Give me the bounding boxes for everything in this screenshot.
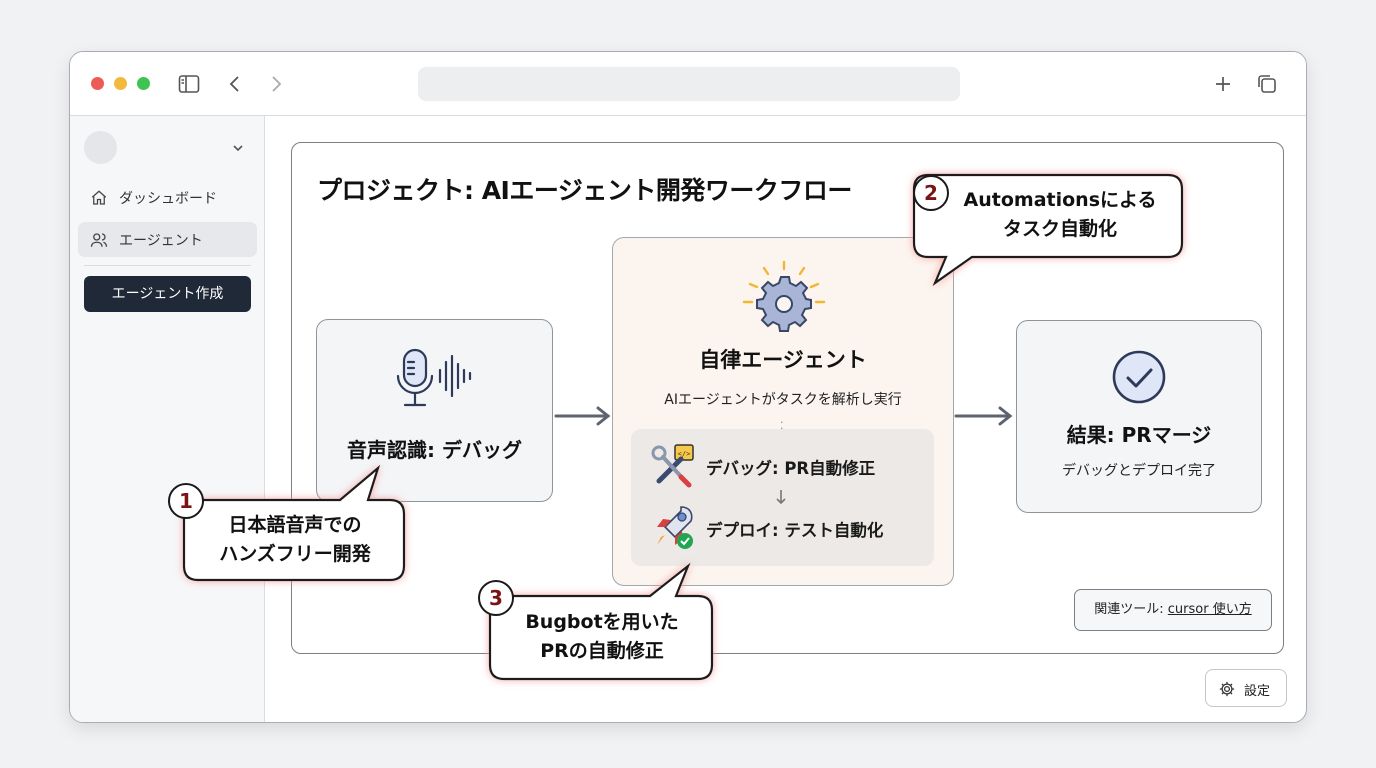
callout-3-line2: PRの自動修正 — [540, 640, 664, 662]
callout-2-line1: Automationsによる — [963, 189, 1157, 211]
callout-2-number: 2 — [924, 181, 938, 205]
minimize-window-button[interactable] — [114, 77, 127, 90]
back-icon[interactable] — [223, 72, 247, 96]
agent-box-title: 自律エージェント — [699, 348, 867, 372]
callout-2-bubble — [912, 173, 1184, 287]
arrow-right-icon — [954, 406, 1013, 426]
callout-2-text: Automationsによる タスク自動化 — [940, 186, 1180, 244]
check-circle-icon — [1112, 350, 1166, 404]
page-title: プロジェクト: AIエージェント開発ワークフロー — [317, 176, 852, 205]
callout-3-text: Bugbotを用いた PRの自動修正 — [496, 608, 708, 666]
callout-1-text: 日本語音声での ハンズフリー開発 — [188, 511, 402, 569]
related-tool-tag: 関連ツール: cursor 使い方 — [1074, 589, 1272, 631]
callout-3-number: 3 — [489, 586, 503, 610]
sidebar-item-label: エージェント — [119, 233, 203, 249]
sidebar-item-label: ダッシュボード — [119, 191, 217, 207]
new-tab-icon[interactable] — [1211, 72, 1235, 96]
autonomous-agent-box: 自律エージェント AIエージェントがタスクを解析し実行 ··· </> デバッグ… — [612, 237, 954, 586]
result-box-subtitle: デバッグとデプロイ完了 — [1062, 463, 1216, 479]
gear-icon — [742, 260, 826, 332]
tools-icon: </> — [651, 444, 694, 488]
home-icon — [91, 190, 107, 205]
users-icon — [90, 233, 108, 247]
result-box: 結果: PRマージ デバッグとデプロイ完了 — [1016, 320, 1262, 513]
voice-box-title: 音声認識: デバッグ — [347, 438, 522, 462]
agent-steps-panel: </> デバッグ: PR自動修正 デプロイ: テスト自 — [631, 429, 934, 566]
address-bar[interactable] — [418, 67, 960, 101]
callout-3-badge — [478, 580, 514, 616]
sidebar-toggle-icon[interactable] — [177, 72, 201, 96]
tabs-overview-icon[interactable] — [1255, 72, 1279, 96]
callout-2-badge — [913, 175, 949, 211]
tool-tag-prefix: 関連ツール: — [1094, 602, 1168, 617]
title-bar — [70, 52, 1306, 116]
gear-icon — [1219, 681, 1235, 697]
microphone-icon — [396, 348, 472, 407]
sidebar-item-dashboard[interactable]: ダッシュボード — [78, 180, 257, 215]
callout-1-line1: 日本語音声での — [228, 514, 362, 536]
arrow-down-icon — [776, 490, 786, 505]
rocket-icon — [657, 506, 693, 549]
result-box-title: 結果: PRマージ — [1066, 423, 1212, 447]
browser-window: ダッシュボード エージェント エージェント作成 プロジェクト: AIエージェント… — [69, 51, 1307, 723]
settings-label: 設定 — [1244, 684, 1271, 699]
forward-icon[interactable] — [264, 72, 288, 96]
callout-1-badge — [168, 483, 204, 519]
sidebar-divider — [84, 265, 251, 266]
arrow-right-icon — [554, 406, 611, 426]
step-deploy-label: デプロイ: テスト自動化 — [706, 521, 884, 540]
create-agent-button[interactable]: エージェント作成 — [84, 276, 251, 312]
svg-text:</>: </> — [678, 450, 691, 458]
sidebar-item-agents[interactable]: エージェント — [78, 222, 257, 257]
callout-1-number: 1 — [179, 489, 193, 513]
agent-box-subtitle: AIエージェントがタスクを解析し実行 — [664, 392, 902, 408]
callout-3-line1: Bugbotを用いた — [525, 611, 679, 633]
callout-2-line2: タスク自動化 — [1002, 218, 1117, 240]
chevron-down-icon[interactable] — [230, 140, 246, 156]
step-debug-label: デバッグ: PR自動修正 — [706, 459, 876, 478]
callout-1-line2: ハンズフリー開発 — [219, 543, 371, 565]
cursor-usage-link[interactable]: cursor 使い方 — [1167, 602, 1252, 617]
maximize-window-button[interactable] — [137, 77, 150, 90]
avatar[interactable] — [84, 131, 117, 164]
settings-button[interactable]: 設定 — [1205, 669, 1287, 707]
voice-recognition-box: 音声認識: デバッグ — [316, 319, 553, 502]
sidebar: ダッシュボード エージェント エージェント作成 — [70, 116, 265, 722]
close-window-button[interactable] — [91, 77, 104, 90]
